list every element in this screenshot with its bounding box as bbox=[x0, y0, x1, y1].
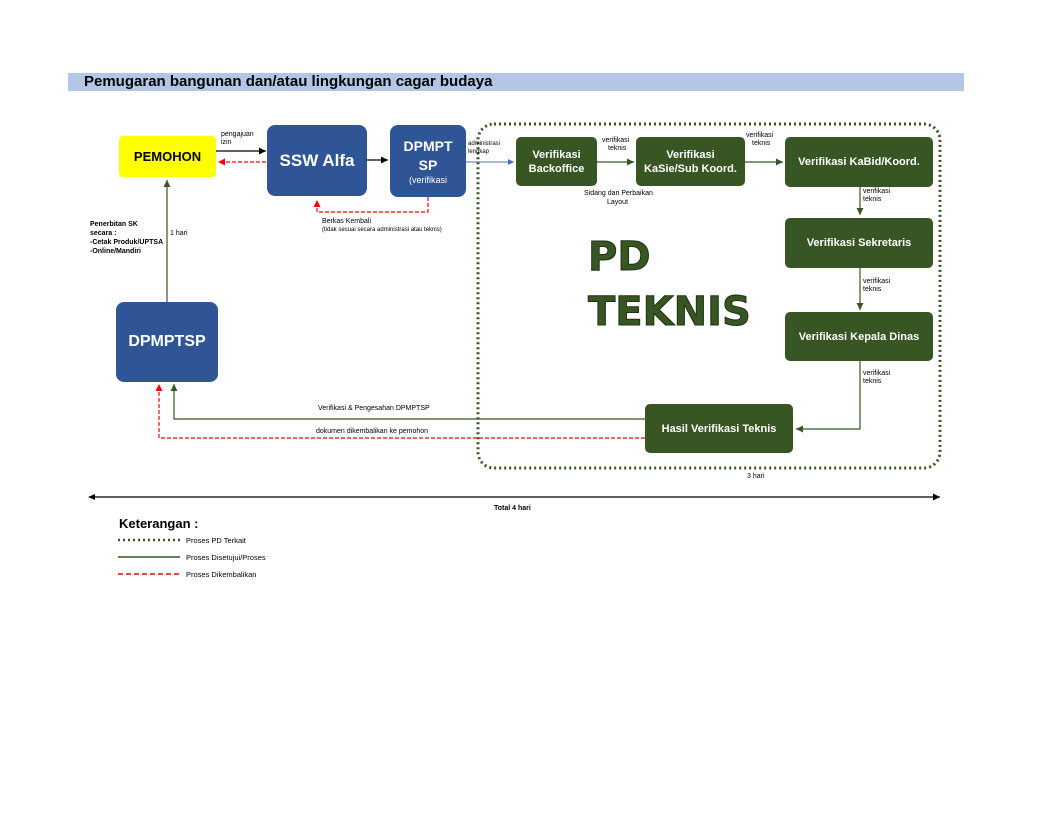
node-verifikasi-kasie: Verifikasi KaSie/Sub Koord. bbox=[636, 137, 745, 186]
node-verifikasi-backoffice: Verifikasi Backoffice bbox=[516, 137, 597, 186]
label-satu-hari: 1 hari bbox=[170, 230, 188, 237]
label-verif-teknis-e-line2: teknis bbox=[863, 378, 882, 385]
label-dokumen-kembali: dokumen dikembalikan ke pemohon bbox=[316, 428, 429, 435]
label-berkas-line2: (tidak sesuai secara administrasi atau t… bbox=[322, 227, 442, 233]
label-verif-pengesahan: Verifikasi & Pengesahan DPMPTSP bbox=[318, 405, 430, 412]
node-backoffice-line2: Backoffice bbox=[528, 162, 585, 175]
label-sidang-line2: Layout bbox=[607, 199, 629, 206]
pd-label-line1: PD bbox=[588, 234, 652, 280]
node-ssw-alfa-label: SSW Alfa bbox=[279, 150, 355, 170]
label-tiga-hari: 3 hari bbox=[747, 473, 765, 480]
label-berkas-line1: Berkas Kembali bbox=[322, 218, 372, 225]
label-total: Total 4 hari bbox=[494, 505, 531, 512]
label-sidang-line1: Sidang dan Perbaikan bbox=[584, 190, 653, 197]
label-penerbitan-line2: secara : bbox=[90, 230, 117, 237]
node-kabid-label: Verifikasi KaBid/Koord. bbox=[798, 156, 920, 168]
node-backoffice-line1: Verifikasi bbox=[532, 148, 581, 161]
node-dpmptsp-top-line1: DPMPT bbox=[403, 137, 453, 154]
label-pengajuan-line2: izin bbox=[221, 139, 232, 146]
pd-teknis-region bbox=[476, 122, 942, 470]
node-dpmptsp-top: DPMPT SP (verifikasi bbox=[390, 125, 466, 197]
node-hasil-verifikasi: Hasil Verifikasi Teknis bbox=[645, 404, 793, 453]
legend-label-dashed: Proses Dikembalikan bbox=[186, 570, 257, 579]
label-penerbitan-line3: -Cetak Produk/UPTSA bbox=[90, 239, 164, 246]
node-dpmptsp-top-sub: (verifikasi bbox=[408, 174, 447, 185]
node-kasie-line2: KaSie/Sub Koord. bbox=[644, 162, 737, 175]
page-title: Pemugaran bangunan dan/atau lingkungan c… bbox=[84, 73, 493, 90]
label-penerbitan-line1: Penerbitan SK bbox=[90, 221, 138, 228]
label-verif-teknis-b-line2: teknis bbox=[752, 140, 771, 147]
node-sekretaris-label: Verifikasi Sekretaris bbox=[806, 237, 912, 249]
label-penerbitan-line4: -Online/Mandiri bbox=[90, 248, 141, 255]
node-verifikasi-sekretaris: Verifikasi Sekretaris bbox=[785, 218, 933, 268]
node-dpmptsp-top-line2: SP bbox=[418, 156, 438, 173]
legend-label-solid: Proses Disetujui/Proses bbox=[186, 553, 266, 562]
node-pemohon: PEMOHON bbox=[119, 136, 216, 177]
node-ssw-alfa: SSW Alfa bbox=[267, 125, 367, 196]
label-verif-teknis-d-line2: teknis bbox=[863, 286, 882, 293]
label-verif-teknis-a-line2: teknis bbox=[608, 145, 627, 152]
node-kasie-line1: Verifikasi bbox=[666, 148, 715, 161]
arrow-kadis-to-hasil bbox=[796, 361, 861, 433]
label-verif-teknis-c-line1: verifikasi bbox=[863, 188, 891, 195]
legend-label-dotted: Proses PD Terkait bbox=[186, 536, 246, 545]
node-hasil-label: Hasil Verifikasi Teknis bbox=[661, 422, 777, 435]
label-verif-teknis-d-line1: verifikasi bbox=[863, 278, 891, 285]
pd-label-line2: TEKNIS bbox=[588, 289, 752, 335]
legend-title: Keterangan : bbox=[119, 516, 199, 531]
label-admin-line1: administrasi bbox=[468, 141, 501, 147]
node-dpmptsp-bottom: DPMPTSP bbox=[116, 302, 218, 382]
arrow-berkas-kembali bbox=[313, 197, 429, 213]
node-dpmptsp-bottom-label: DPMPTSP bbox=[128, 333, 206, 350]
timeline-left-arrowhead bbox=[88, 494, 95, 500]
label-verif-teknis-a-line1: verifikasi bbox=[602, 137, 630, 144]
arrow-hasil-return-dokumen bbox=[155, 384, 645, 439]
label-admin-line2: lengkap bbox=[468, 149, 490, 155]
label-pengajuan-line1: pengajuan bbox=[221, 131, 254, 138]
title-bar: Pemugaran bangunan dan/atau lingkungan c… bbox=[68, 73, 964, 91]
label-verif-teknis-b-line1: verifikasi bbox=[746, 132, 774, 139]
label-verif-teknis-e-line1: verifikasi bbox=[863, 370, 891, 377]
label-verif-teknis-c-line2: teknis bbox=[863, 196, 882, 203]
node-pemohon-label: PEMOHON bbox=[133, 149, 202, 164]
node-verifikasi-kadis: Verifikasi Kepala Dinas bbox=[785, 312, 933, 361]
node-kadis-label: Verifikasi Kepala Dinas bbox=[798, 330, 920, 343]
arrow-hasil-to-dpmptsp bbox=[170, 384, 645, 420]
node-verifikasi-kabid: Verifikasi KaBid/Koord. bbox=[785, 137, 933, 187]
